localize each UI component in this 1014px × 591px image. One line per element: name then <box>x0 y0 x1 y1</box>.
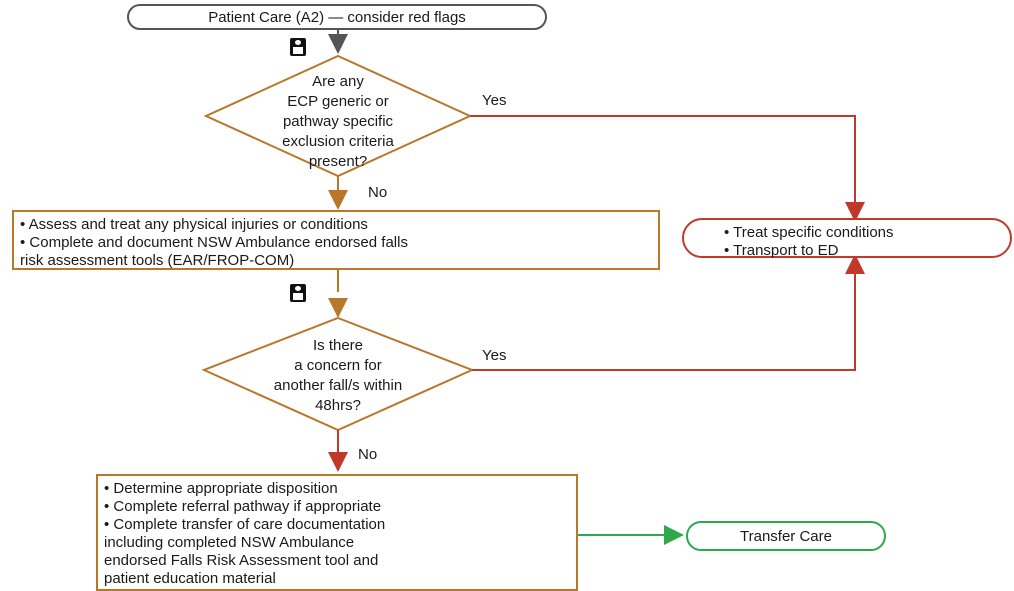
decision2-yes-label: Yes <box>482 347 507 364</box>
decision1-line: ECP generic or <box>287 93 389 110</box>
disposition-box: • Determine appropriate disposition • Co… <box>96 474 578 591</box>
connector-decision2-yes <box>472 254 865 371</box>
decision1-line: pathway specific <box>282 113 394 130</box>
transfer-care-label: Transfer Care <box>740 527 832 545</box>
decision1-text: Are any ECP generic or pathway specific … <box>248 72 428 172</box>
transfer-care-terminal: Transfer Care <box>686 521 886 551</box>
connector-decision1-yes <box>470 115 865 222</box>
disposition-item: • Complete referral pathway if appropria… <box>104 498 382 515</box>
disposition-item: patient education material <box>104 570 276 587</box>
start-terminal: Patient Care (A2) — consider red flags <box>127 4 547 30</box>
decision1-line: exclusion criteria <box>282 133 394 150</box>
treat-transport-item: • Treat specific conditions <box>724 224 894 241</box>
patient-assessment-icon <box>290 284 306 302</box>
disposition-item: • Determine appropriate disposition <box>104 480 338 497</box>
decision1-line: Are any <box>312 73 364 90</box>
decision2-line: a concern for <box>294 357 382 374</box>
disposition-item: endorsed Falls Risk Assessment tool and <box>104 552 379 569</box>
decision2-line: another fall/s within <box>273 377 403 394</box>
decision1-no-label: No <box>368 184 388 201</box>
assessment-box: • Assess and treat any physical injuries… <box>12 210 660 270</box>
disposition-item: including completed NSW Ambulance <box>104 534 355 551</box>
decision1-yes-label: Yes <box>482 92 507 109</box>
decision2-line: Is there <box>312 337 364 354</box>
decision2-no-label: No <box>358 446 378 463</box>
patient-assessment-icon <box>290 38 306 56</box>
disposition-item: • Complete transfer of care documentatio… <box>104 516 386 533</box>
assessment-item: • Complete and document NSW Ambulance en… <box>20 234 408 251</box>
decision2-text: Is there a concern for another fall/s wi… <box>238 336 438 416</box>
treat-transport-item: • Transport to ED <box>724 242 839 259</box>
assessment-item: • Assess and treat any physical injuries… <box>20 216 368 233</box>
treat-transport-box: • Treat specific conditions • Transport … <box>682 218 1012 259</box>
decision1-line: present? <box>308 153 368 170</box>
start-label: Patient Care (A2) — consider red flags <box>208 8 466 26</box>
decision2-line: 48hrs? <box>315 397 361 414</box>
assessment-item: risk assessment tools (EAR/FROP-COM) <box>20 252 295 269</box>
